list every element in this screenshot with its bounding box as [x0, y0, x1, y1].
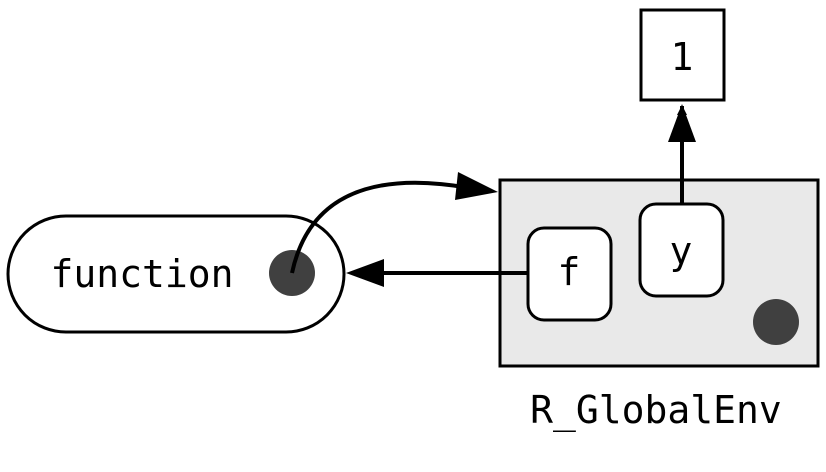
binding-y-label: y: [670, 229, 693, 273]
environment-parent-dot: [753, 299, 799, 345]
environment-label: R_GlobalEnv: [530, 388, 782, 433]
arrow-function-to-env: [290, 180, 471, 274]
arrow-y-to-value-head: [668, 104, 696, 142]
arrow-f-to-function-head: [346, 259, 384, 287]
binding-f-label: f: [558, 250, 581, 294]
value-node: [639, 8, 726, 102]
value-label: 1: [671, 35, 694, 79]
function-node: [6, 214, 346, 334]
arrow-function-to-env-head: [455, 172, 498, 200]
function-label: function: [50, 252, 233, 296]
